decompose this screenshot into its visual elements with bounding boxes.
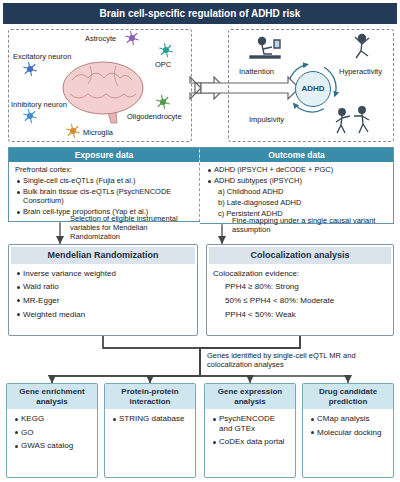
symptom-label: Hyperactivity	[339, 67, 382, 76]
list-item: Single-cell cis-eQTLs (Fujia et al.)	[15, 176, 194, 185]
list-item: b) Late-diagnosed ADHD	[218, 198, 387, 207]
list-item: Molecular docking	[309, 428, 388, 438]
list-item: ADHD subtypes (iPSYCH)	[206, 176, 388, 185]
flow-arrow	[221, 224, 222, 244]
outcome-panel: Outcome dataADHD (iPSYCH + deCODE + PGC)…	[200, 147, 394, 224]
list-item: CMap analysis	[309, 414, 388, 424]
list-item: Inverse variance weighted	[15, 269, 192, 279]
symptom-label: Inattention	[239, 67, 274, 76]
list-item: CoDEx data portal	[211, 437, 290, 447]
section-header: Colocalization analysis	[209, 247, 391, 264]
list-item: MR-Egger	[15, 296, 192, 306]
analysis-box: Gene expression analysisPsychENCODE and …	[204, 383, 296, 478]
list-item: Prefrontal cortex:	[15, 165, 193, 174]
list-item: Bulk brain tissue cis-eQTLs (PsychENCODE…	[15, 187, 194, 205]
cycle-arrows	[288, 64, 336, 112]
edge-label: Fine-mapping under a single causal varia…	[232, 216, 390, 234]
analysis-box: Drug candidate predictionCMap analysisMo…	[302, 383, 394, 478]
analysis-box: Protein-protein interactionSTRING databa…	[104, 383, 196, 478]
section-header: Mendelian Randomization	[11, 247, 195, 264]
title-banner: Brain cell-specific regulation of ADHD r…	[3, 3, 397, 24]
section-header: Exposure data	[9, 148, 199, 162]
adhd-circle: ADHD	[295, 71, 331, 107]
list-item: GO	[13, 428, 92, 438]
circle-label: ADHD	[301, 84, 324, 94]
list-item: PPH4 ≥ 80%: Strong	[225, 282, 387, 292]
list-item: KEGG	[13, 414, 92, 424]
flow-arrow	[59, 222, 60, 244]
list-item: PPH4 < 50%: Weak	[225, 310, 387, 320]
impulsivity-figures	[336, 107, 369, 133]
symptoms-panel: Inattention HyperactivityImpulsivity ADHD	[228, 29, 394, 142]
exposure-panel: Exposure dataPrefrontal cortex: Single-ce…	[8, 147, 200, 222]
section-header: Outcome data	[200, 148, 393, 162]
analysis-box: Gene enrichment analysisKEGG GO GWAS catal…	[6, 383, 98, 478]
list-item: GWAS catalog	[13, 441, 92, 451]
edge-label: Selection of eligible instrumental varia…	[70, 214, 198, 241]
section-header: Protein-protein interaction	[105, 384, 195, 409]
method-box: Colocalization analysisColocalization ev…	[206, 244, 394, 336]
cell-icons	[23, 31, 172, 138]
list-item: Weighted median	[15, 310, 192, 320]
inattention-figure	[250, 38, 280, 59]
list-item: 50% ≤ PPH4 < 80%: Moderate	[225, 296, 387, 306]
list-item: ADHD (iPSYCH + deCODE + PGC)	[206, 165, 388, 174]
list-item: Wald ratio	[15, 282, 192, 292]
section-header: Gene expression analysis	[205, 384, 295, 409]
flow-note: Genes identified by single-cell eQTL MR …	[207, 351, 392, 369]
method-box: Mendelian RandomizationInverse variance …	[8, 244, 198, 336]
section-header: Gene enrichment analysis	[7, 384, 97, 409]
symptom-label: Impulsivity	[249, 115, 284, 124]
list-item: PsychENCODE and GTEx	[211, 414, 290, 433]
cell-types-panel: AstrocyteExcitatory neuronOPC Inhibitory …	[8, 29, 192, 142]
section-header: Drug candidate prediction	[303, 384, 393, 409]
cell-label: Inhibitory neuron	[11, 100, 67, 109]
cell-label: Astrocyte	[85, 34, 116, 43]
cell-label: Excitatory neuron	[13, 52, 71, 61]
block-arrow	[201, 77, 299, 99]
list-item: Colocalization evidence:	[213, 269, 387, 279]
cell-label: OPC	[155, 60, 171, 69]
list-item: STRING database	[111, 414, 190, 424]
cell-label: Oligodendrocyte	[127, 112, 182, 121]
cell-label: Microglia	[83, 128, 113, 137]
hyperactivity-figure	[355, 35, 369, 59]
list-item: a) Childhood ADHD	[218, 187, 387, 196]
